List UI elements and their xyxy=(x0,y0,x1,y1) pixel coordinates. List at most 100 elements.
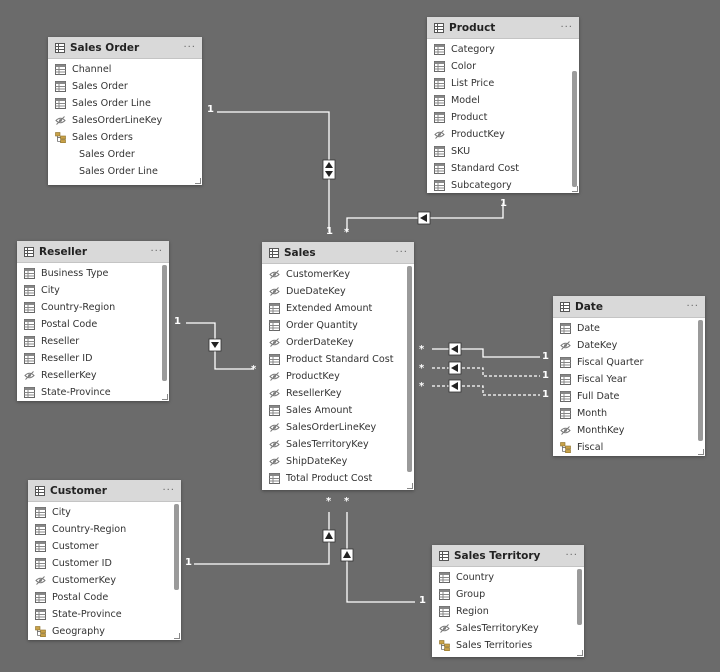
field-customerkey[interactable]: CustomerKey xyxy=(262,266,414,283)
field-reseller-id[interactable]: Reseller ID xyxy=(17,350,169,367)
field-sales-orders[interactable]: Sales Orders xyxy=(48,129,202,146)
resize-handle[interactable] xyxy=(577,650,583,656)
table-header[interactable]: Customer··· xyxy=(28,480,181,502)
field-category[interactable]: Category xyxy=(427,41,579,58)
table-header[interactable]: Product··· xyxy=(427,17,579,39)
table-header[interactable]: Date··· xyxy=(553,296,705,318)
field-product[interactable]: Product xyxy=(427,109,579,126)
field-order-quantity[interactable]: Order Quantity xyxy=(262,317,414,334)
field-state-province[interactable]: State-Province xyxy=(28,606,181,623)
field-postal-code[interactable]: Postal Code xyxy=(28,589,181,606)
table-icon xyxy=(560,301,575,312)
column-icon xyxy=(434,95,445,106)
field-salesorderlinekey[interactable]: SalesOrderLineKey xyxy=(262,419,414,436)
field-state-province[interactable]: State-Province xyxy=(17,384,169,401)
more-options-icon[interactable]: ··· xyxy=(686,301,699,312)
field-country-region[interactable]: Country-Region xyxy=(17,299,169,316)
column-icon xyxy=(269,473,280,484)
field-extended-amount[interactable]: Extended Amount xyxy=(262,300,414,317)
field-model[interactable]: Model xyxy=(427,92,579,109)
field-sales-order[interactable]: Sales Order xyxy=(48,78,202,95)
field-reseller[interactable]: Reseller xyxy=(17,333,169,350)
field-productkey[interactable]: ProductKey xyxy=(427,126,579,143)
field-orderdatekey[interactable]: OrderDateKey xyxy=(262,334,414,351)
field-country[interactable]: Country xyxy=(432,569,584,586)
field-color[interactable]: Color xyxy=(427,58,579,75)
more-options-icon[interactable]: ··· xyxy=(162,485,175,496)
field-customer[interactable]: Customer xyxy=(28,538,181,555)
more-options-icon[interactable]: ··· xyxy=(395,247,408,258)
field-monthkey[interactable]: MonthKey xyxy=(553,422,705,439)
table-header[interactable]: Sales··· xyxy=(262,242,414,264)
field-subcategory[interactable]: Subcategory xyxy=(427,177,579,193)
field-month[interactable]: Month xyxy=(553,405,705,422)
field-label: City xyxy=(41,285,60,296)
hidden-key-icon xyxy=(269,269,280,280)
field-product-standard-cost[interactable]: Product Standard Cost xyxy=(262,351,414,368)
field-city[interactable]: City xyxy=(17,282,169,299)
field-salesterritorykey[interactable]: SalesTerritoryKey xyxy=(262,436,414,453)
field-label: Sales Order Line xyxy=(79,166,158,177)
resize-handle[interactable] xyxy=(698,449,704,455)
field-region[interactable]: Region xyxy=(432,603,584,620)
field-business-type[interactable]: Business Type xyxy=(17,265,169,282)
field-city[interactable]: City xyxy=(28,504,181,521)
resize-handle[interactable] xyxy=(195,178,201,184)
field-geography[interactable]: Geography xyxy=(28,623,181,640)
more-options-icon[interactable]: ··· xyxy=(565,550,578,561)
field-channel[interactable]: Channel xyxy=(48,61,202,78)
field-fiscal-quarter[interactable]: Fiscal Quarter xyxy=(553,354,705,371)
field-sales-order-line[interactable]: Sales Order Line xyxy=(48,95,202,112)
resize-handle[interactable] xyxy=(407,483,413,489)
field-sku[interactable]: SKU xyxy=(427,143,579,160)
scrollbar[interactable] xyxy=(572,71,577,187)
more-options-icon[interactable]: ··· xyxy=(183,42,196,53)
field-shipdatekey[interactable]: ShipDateKey xyxy=(262,453,414,470)
field-resellerkey[interactable]: ResellerKey xyxy=(17,367,169,384)
field-resellerkey[interactable]: ResellerKey xyxy=(262,385,414,402)
field-sales-order[interactable]: Sales Order xyxy=(48,146,202,163)
field-sales-territories[interactable]: Sales Territories xyxy=(432,637,584,654)
column-icon xyxy=(269,354,280,365)
more-options-icon[interactable]: ··· xyxy=(150,246,163,257)
scrollbar[interactable] xyxy=(162,265,167,381)
resize-handle[interactable] xyxy=(572,186,578,192)
more-options-icon[interactable]: ··· xyxy=(560,22,573,33)
column-icon xyxy=(35,507,46,518)
field-group[interactable]: Group xyxy=(432,586,584,603)
field-country-region[interactable]: Country-Region xyxy=(28,521,181,538)
table-header[interactable]: Sales Territory··· xyxy=(432,545,584,567)
table-header[interactable]: Sales Order··· xyxy=(48,37,202,59)
field-customerkey[interactable]: CustomerKey xyxy=(28,572,181,589)
field-duedatekey[interactable]: DueDateKey xyxy=(262,283,414,300)
scrollbar[interactable] xyxy=(174,504,179,590)
field-total-product-cost[interactable]: Total Product Cost xyxy=(262,470,414,487)
field-sales-order-line[interactable]: Sales Order Line xyxy=(48,163,202,180)
field-fiscal-year[interactable]: Fiscal Year xyxy=(553,371,705,388)
field-salesorderlinekey[interactable]: SalesOrderLineKey xyxy=(48,112,202,129)
field-salesterritorykey[interactable]: SalesTerritoryKey xyxy=(432,620,584,637)
scrollbar[interactable] xyxy=(577,569,582,625)
field-productkey[interactable]: ProductKey xyxy=(262,368,414,385)
scrollbar[interactable] xyxy=(698,320,703,441)
scrollbar[interactable] xyxy=(407,266,412,472)
table-header[interactable]: Reseller··· xyxy=(17,241,169,263)
field-fiscal[interactable]: Fiscal xyxy=(553,439,705,456)
field-postal-code[interactable]: Postal Code xyxy=(17,316,169,333)
resize-handle[interactable] xyxy=(174,633,180,639)
field-sales-amount[interactable]: Sales Amount xyxy=(262,402,414,419)
resize-handle[interactable] xyxy=(162,394,168,400)
field-list-price[interactable]: List Price xyxy=(427,75,579,92)
field-standard-cost[interactable]: Standard Cost xyxy=(427,160,579,177)
field-customer-id[interactable]: Customer ID xyxy=(28,555,181,572)
field-date[interactable]: Date xyxy=(553,320,705,337)
field-datekey[interactable]: DateKey xyxy=(553,337,705,354)
field-full-date[interactable]: Full Date xyxy=(553,388,705,405)
